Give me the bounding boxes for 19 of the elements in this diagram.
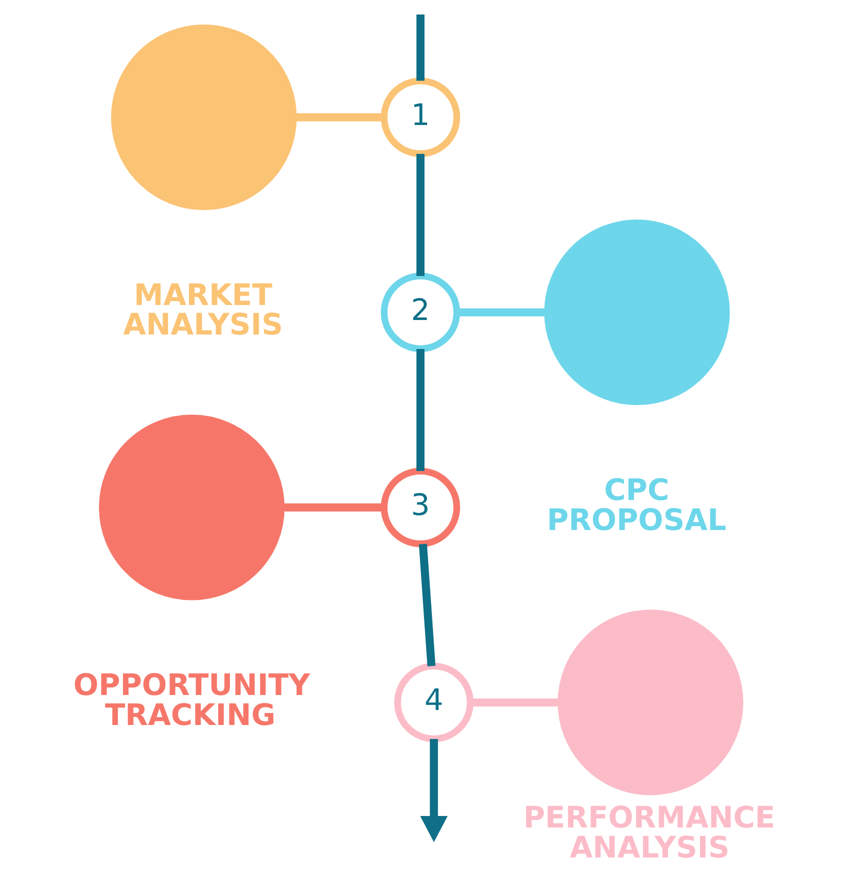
node-circle: 2	[380, 272, 460, 352]
connector	[416, 154, 424, 276]
node-circle: 3	[380, 468, 460, 548]
connector	[296, 113, 384, 122]
node-circle	[110, 24, 296, 210]
arrow	[420, 738, 448, 842]
node-label: CPC PROPOSAL	[546, 473, 726, 537]
node-circle: 4	[394, 662, 474, 742]
node-label: PERFORMANCE ANALYSIS	[522, 800, 775, 864]
connector	[284, 503, 384, 512]
node-label: MARKET ANALYSIS	[122, 278, 282, 342]
node-circle: 1	[380, 78, 460, 157]
connector	[416, 14, 424, 81]
connector	[418, 544, 435, 666]
connector	[416, 349, 424, 472]
node-circle	[98, 414, 284, 600]
node-circle	[557, 610, 743, 796]
node-circle	[544, 220, 730, 406]
node-label: OPPORTUNITY TRACKING	[72, 668, 310, 732]
